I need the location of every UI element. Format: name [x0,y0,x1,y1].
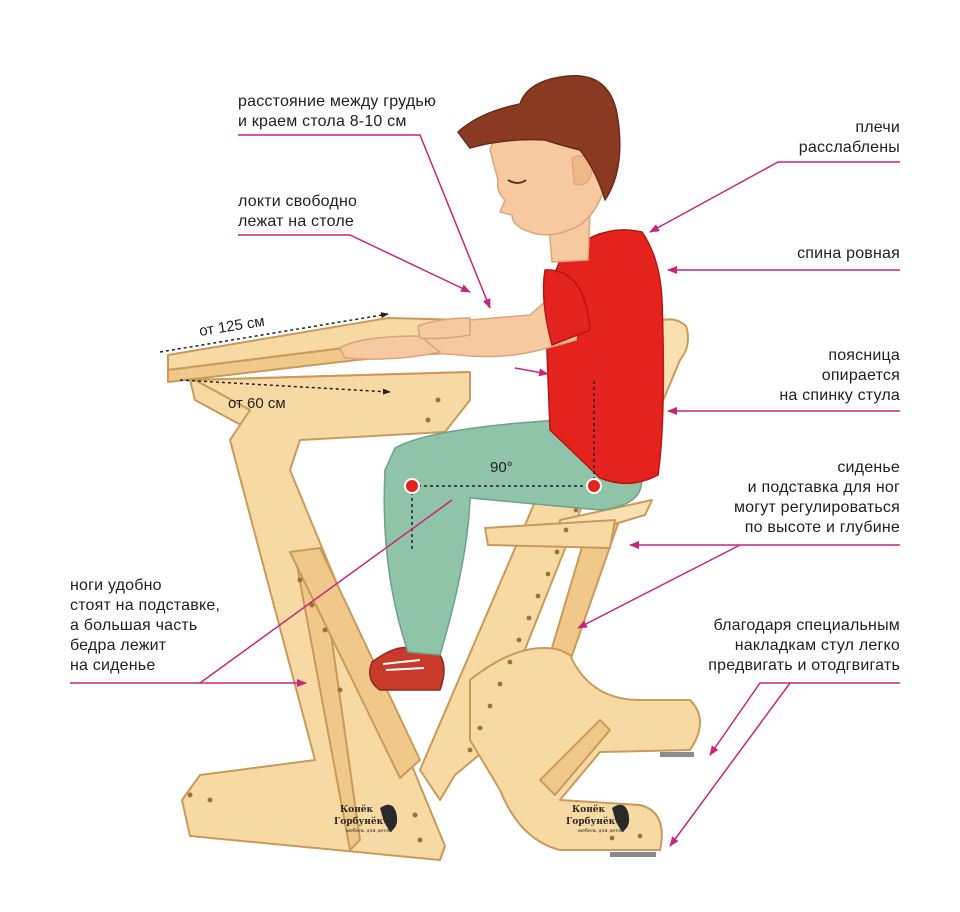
svg-text:Конёк: Конёк [340,804,374,815]
svg-text:мебель для детей: мебель для детей [346,827,393,834]
depth-dimension-label: от 60 см [228,395,286,412]
svg-text:Конёк: Конёк [572,804,606,815]
chair-glide-pad [660,752,694,757]
label-seat-adjust: сиденье и подставка для ног могут регули… [733,459,900,536]
chair-glide-pad [610,852,656,857]
callout-shoulders [649,161,900,233]
chair-crossbar [539,719,611,796]
callout-desk-edge [514,367,549,377]
label-legs: ноги удобно стоят на подставке, а больша… [70,577,221,674]
hand [417,317,471,340]
ear [571,155,593,186]
callout-chest [238,134,491,309]
chair-brand-logo: Конёк Горбунёк мебель для детей [566,804,630,834]
desk-holes [187,397,441,843]
desk [167,317,549,861]
hair [457,74,621,201]
sleeve [542,269,591,346]
svg-text:Горбунёк: Горбунёк [334,816,384,827]
callout-lines [70,134,900,847]
label-shoulders: плечи расслаблены [798,119,900,156]
child [339,74,665,691]
angle-label: 90° [490,459,513,476]
eye [507,179,527,184]
callout-seat-chair [577,544,741,629]
callout-pads-front [709,682,790,756]
chair-footrest [484,519,616,549]
label-glide-pads: благодаря специальным накладкам стул лег… [708,617,900,674]
callout-elbows [238,234,471,293]
svg-text:Горбунёк: Горбунёк [566,816,616,827]
label-chest-distance: расстояние между грудью и краем стола 8-… [238,93,437,130]
label-elbows: локти свободно лежат на столе [238,193,358,230]
hand [339,335,441,360]
svg-text:мебель для детей: мебель для детей [578,827,625,834]
callout-pads [669,682,900,847]
knee-joint-dot [404,478,420,494]
knee-angle-marker: 90° [404,380,602,550]
label-lumbar: поясница опирается на спинку стула [779,347,900,404]
desk-brand-logo: Конёк Горбунёк мебель для детей [334,804,398,834]
hip-joint-dot [586,478,602,494]
desk-back-leg [289,547,421,779]
pants [383,419,643,656]
label-back: спина ровная [797,245,900,262]
